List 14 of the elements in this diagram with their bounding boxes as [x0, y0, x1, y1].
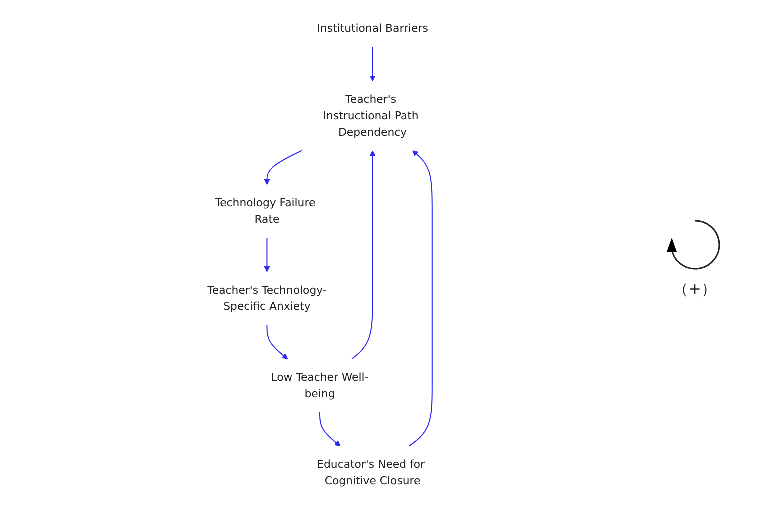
arrow [352, 150, 376, 360]
loop-polarity-label: （+） [674, 280, 716, 299]
node-text: Teacher's Technology-Specific Anxiety [208, 283, 327, 312]
arrow [320, 412, 341, 446]
node-text: Educator's Need for Cognitive Closure [317, 457, 425, 487]
arrow [370, 46, 376, 82]
arrow [264, 237, 270, 272]
arrow [266, 324, 288, 359]
node-text: Institutional Barriers [317, 22, 428, 34]
arrow [264, 150, 302, 185]
node-text: Technology Failure Rate [215, 196, 316, 226]
node-text: Teacher's Instructional Path Dependency [323, 92, 419, 138]
node-text: Low Teacher Well-being [271, 370, 369, 400]
arrow [408, 150, 433, 446]
